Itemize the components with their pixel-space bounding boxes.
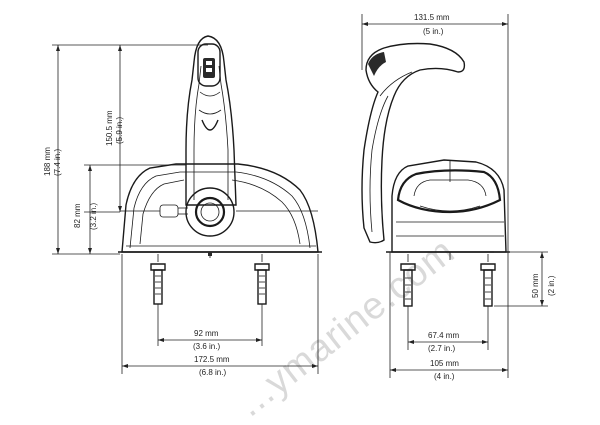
side-view-control — [361, 42, 510, 307]
dim-82-in: (3.2 in.) — [89, 203, 98, 230]
dim-188-in: (7.4 in.) — [53, 149, 62, 176]
front-mounting-bolt-left — [150, 254, 166, 305]
side-base-body — [391, 159, 507, 253]
dim-105-mm: 105 mm — [430, 359, 459, 368]
side-mounting-bolt-right — [480, 254, 496, 307]
dim-50-in: (2 in.) — [547, 275, 556, 296]
dim-50-mm: 50 mm — [531, 273, 540, 298]
front-handle-grip — [197, 43, 221, 87]
dim-67-mm: 67.4 mm — [428, 331, 459, 340]
dim-92-mm: 92 mm — [194, 329, 219, 338]
front-hub-inner — [194, 196, 226, 228]
dim-131-mm: 131.5 mm — [414, 13, 450, 22]
front-lever-shaft — [185, 35, 237, 206]
front-hub-outer — [185, 187, 235, 237]
watermark: ...ymarine.com — [230, 230, 463, 425]
dim-188-mm: 188 mm — [43, 147, 52, 176]
front-view-control — [118, 35, 322, 305]
front-base-inner — [129, 171, 311, 249]
front-mounting-bolt-right — [254, 254, 270, 305]
dim-105-in: (4 in.) — [434, 372, 455, 381]
dim-131-in: (5 in.) — [423, 27, 444, 36]
dim-172-in: (6.8 in.) — [199, 368, 226, 377]
dim-150-mm: 150.5 mm — [105, 110, 114, 146]
side-dimensions — [361, 14, 548, 378]
dim-92-in: (3.6 in.) — [193, 342, 220, 351]
dim-172-mm: 172.5 mm — [194, 355, 230, 364]
front-dimensions — [52, 44, 319, 374]
dim-82-mm: 82 mm — [73, 203, 82, 228]
dim-150-in: (5.9 in.) — [115, 117, 124, 144]
dim-67-in: (2.7 in.) — [428, 344, 455, 353]
side-lever-arm — [361, 42, 466, 244]
front-base-housing — [121, 163, 319, 253]
